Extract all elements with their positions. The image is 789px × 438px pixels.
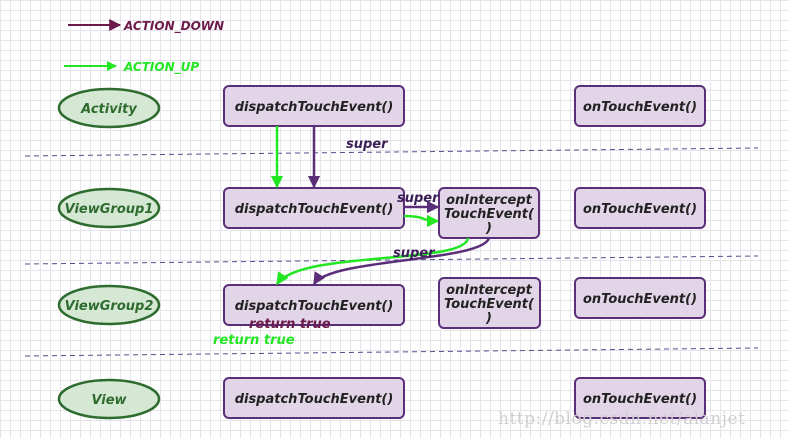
view-dispatch-box <box>223 377 405 419</box>
layer-viewgroup2: ViewGroup2 dispatchTouchEvent() onInterc… <box>57 277 706 329</box>
viewgroup2-intercept-line2: TouchEvent( <box>444 297 535 312</box>
activity-ontouch-label: onTouchEvent() <box>583 100 697 115</box>
divider-1 <box>24 147 759 157</box>
super-label-viewgroup1: super <box>397 191 440 206</box>
super-label-activity: super <box>346 137 389 152</box>
viewgroup1-intercept-line3: ) <box>485 221 492 236</box>
watermark: http://blog.csdn.net/alanjet <box>498 409 745 429</box>
viewgroup1-ontouch-label: onTouchEvent() <box>583 202 697 217</box>
legend-down-label: ACTION_DOWN <box>123 19 224 34</box>
viewgroup2-ontouch-label: onTouchEvent() <box>583 292 697 307</box>
viewgroup1-dispatch-label: dispatchTouchEvent() <box>235 202 394 217</box>
layer-viewgroup1: ViewGroup1 dispatchTouchEvent() onInterc… <box>57 187 706 239</box>
viewgroup1-label: ViewGroup1 <box>65 202 154 217</box>
viewgroup2-intercept-line1: onIntercept <box>446 283 533 298</box>
activity-label: Activity <box>80 102 137 117</box>
return-true-up-label: return true <box>213 333 295 348</box>
intercept-to-viewgroup2-up-arrow <box>275 237 470 286</box>
return-true-down-label: return true <box>249 317 331 332</box>
dispatch-to-intercept-up-arrow <box>403 214 440 228</box>
view-ontouch-box <box>574 377 706 419</box>
activity-ontouch-box <box>574 85 706 127</box>
activity-dispatch-label: dispatchTouchEvent() <box>235 100 394 115</box>
layer-view: View dispatchTouchEvent() onTouchEvent() <box>57 377 706 420</box>
viewgroup1-ontouch-box <box>574 187 706 229</box>
view-dispatch-label: dispatchTouchEvent() <box>235 392 394 407</box>
viewgroup2-node <box>57 284 161 326</box>
layer-activity: Activity dispatchTouchEvent() onTouchEve… <box>57 85 706 129</box>
view-node <box>57 378 161 420</box>
super-label-intercept: super <box>393 246 436 261</box>
legend: ACTION_DOWN ACTION_UP <box>64 19 224 75</box>
divider-3 <box>24 347 759 357</box>
viewgroup2-label: ViewGroup2 <box>65 299 154 314</box>
viewgroup1-intercept-line2: TouchEvent( <box>444 207 535 222</box>
view-label: View <box>91 393 127 408</box>
activity-node <box>57 87 161 129</box>
viewgroup2-intercept-box <box>438 277 541 329</box>
legend-up-label: ACTION_UP <box>123 60 199 75</box>
view-ontouch-label: onTouchEvent() <box>583 392 697 407</box>
viewgroup1-node <box>57 187 161 229</box>
viewgroup1-intercept-line1: onIntercept <box>446 193 533 208</box>
viewgroup2-ontouch-box <box>574 277 706 319</box>
viewgroup2-intercept-line3: ) <box>485 311 492 326</box>
intercept-to-viewgroup2-down-arrow <box>312 237 491 286</box>
viewgroup2-dispatch-label: dispatchTouchEvent() <box>235 299 394 314</box>
